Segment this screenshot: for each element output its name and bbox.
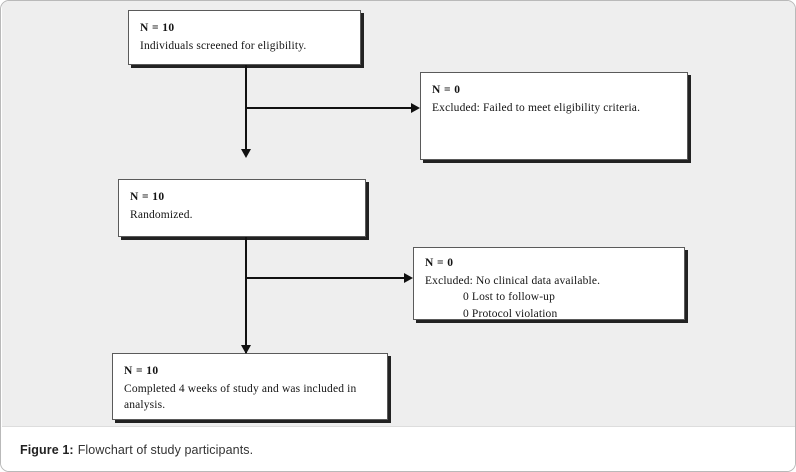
figure-caption: Figure 1: Flowchart of study participant… xyxy=(1,427,795,471)
flow-node-excluded-eligibility[interactable]: N = 0 Excluded: Failed to meet eligibili… xyxy=(420,72,688,160)
flow-node-randomized-count: N = 10 xyxy=(130,191,165,203)
connector-randomized-to-excluded-no-data xyxy=(246,277,405,279)
flow-node-excluded-no-data-text: Excluded: No clinical data available. xyxy=(425,274,601,287)
flow-node-screened[interactable]: N = 10 Individuals screened for eligibil… xyxy=(128,10,361,65)
flow-node-completed[interactable]: N = 10 Completed 4 weeks of study and wa… xyxy=(112,353,388,420)
figure-caption-text: Flowchart of study participants. xyxy=(77,442,254,457)
flow-node-excluded-no-data-count: N = 0 xyxy=(425,257,454,269)
flow-node-excluded-no-data-subline-protocol: 0 Protocol violation xyxy=(463,308,558,321)
arrow-right-icon-excluded-eligibility xyxy=(411,103,420,113)
flow-node-randomized-text: Randomized. xyxy=(130,208,193,221)
flow-node-excluded-no-data[interactable]: N = 0 Excluded: No clinical data availab… xyxy=(413,247,685,320)
flow-node-excluded-eligibility-text: Excluded: Failed to meet eligibility cri… xyxy=(432,101,641,114)
arrow-right-icon-excluded-no-data xyxy=(404,273,413,283)
arrow-down-icon-randomized xyxy=(241,149,251,158)
flow-node-excluded-eligibility-count: N = 0 xyxy=(432,84,461,96)
flow-node-completed-count: N = 10 xyxy=(124,365,159,377)
connector-screened-to-excluded-eligibility xyxy=(246,107,412,109)
connector-randomized-to-completed xyxy=(245,237,247,353)
arrow-down-icon-completed xyxy=(241,345,251,354)
figure-caption-label: Figure 1: xyxy=(20,442,74,457)
flow-node-completed-text: Completed 4 weeks of study and was inclu… xyxy=(124,382,357,412)
flow-node-randomized[interactable]: N = 10 Randomized. xyxy=(118,179,366,237)
flowchart-canvas: N = 10 Individuals screened for eligibil… xyxy=(2,1,795,427)
flow-node-excluded-no-data-subline-lost: 0 Lost to follow-up xyxy=(463,291,555,304)
flow-node-screened-text: Individuals screened for eligibility. xyxy=(140,39,307,52)
flow-node-screened-count: N = 10 xyxy=(140,22,175,34)
